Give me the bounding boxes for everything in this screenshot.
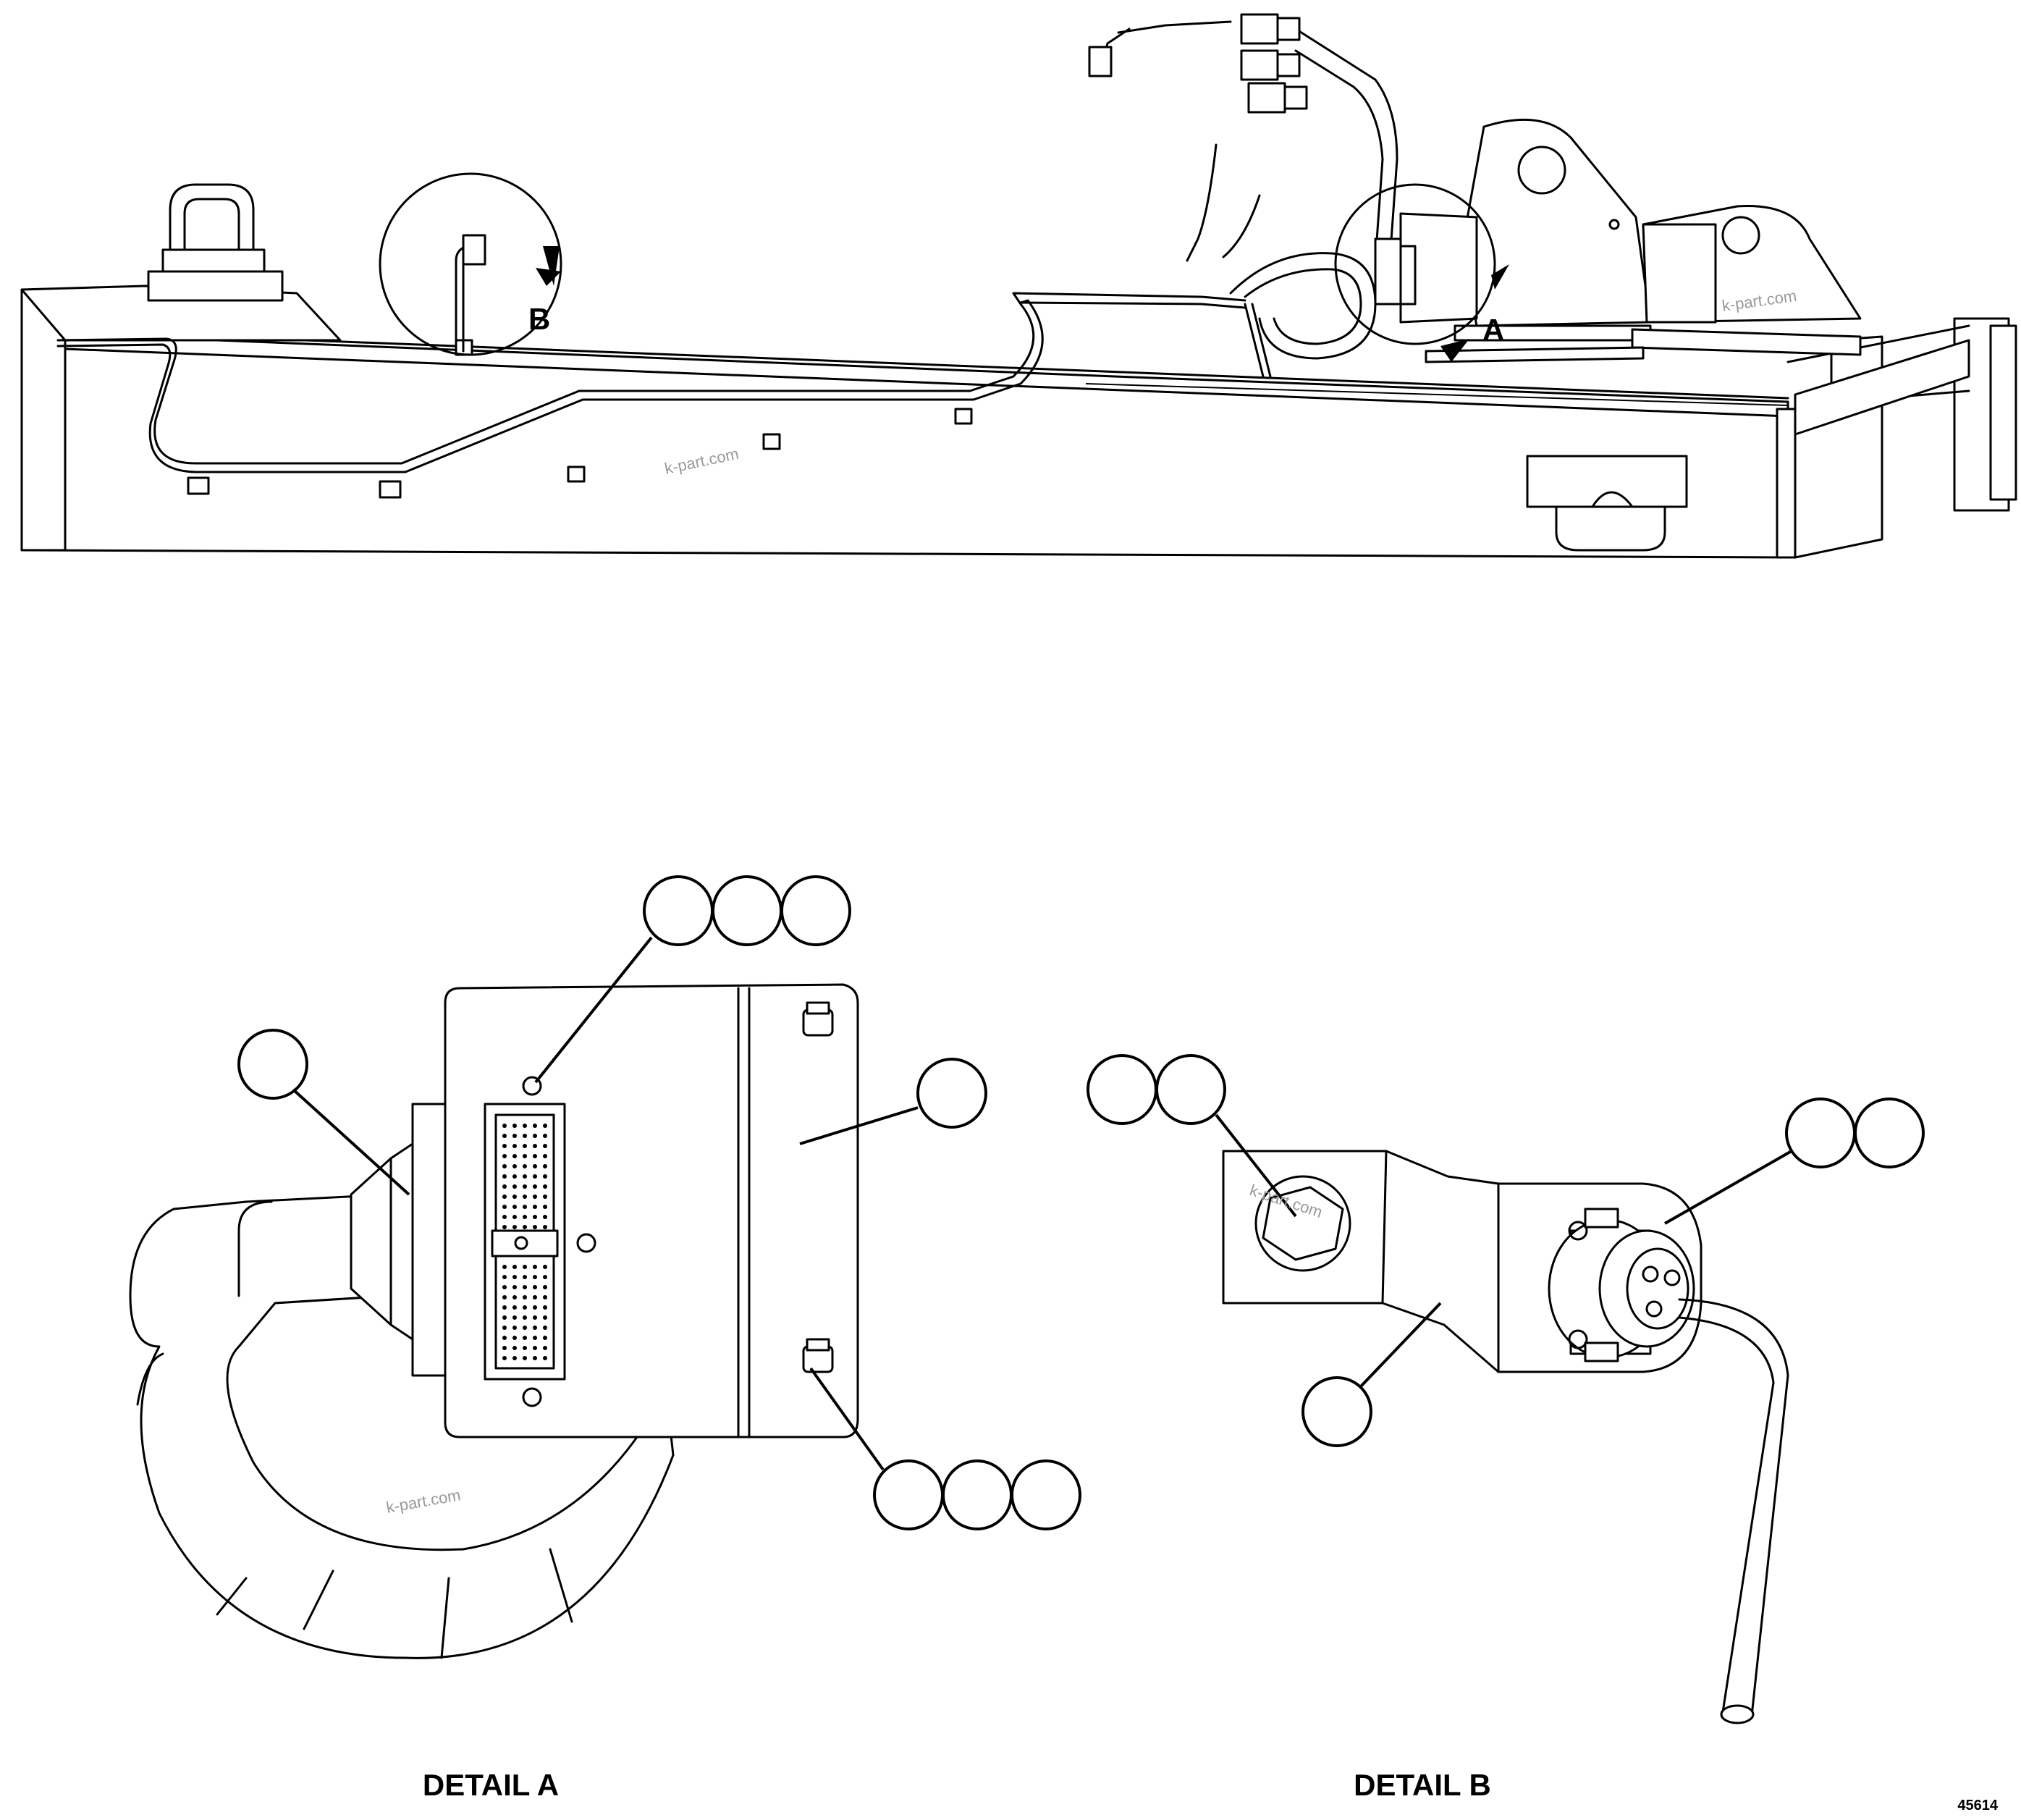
callout-balloon xyxy=(712,875,782,946)
callout-balloon xyxy=(1155,1054,1226,1125)
callout-balloon xyxy=(643,875,714,946)
callout-balloon xyxy=(1087,1054,1157,1125)
callout-balloon xyxy=(780,875,851,946)
detail-marker-b-label: B xyxy=(528,302,550,336)
detail-b-view: k-part.com DETAIL B xyxy=(1087,1054,1925,1802)
detail-marker-b: B xyxy=(379,172,562,356)
watermark: k-part.com xyxy=(385,1486,463,1517)
callout-balloon xyxy=(916,1058,987,1129)
mounting-bolt xyxy=(802,1001,834,1037)
connector-pins xyxy=(502,1124,547,1229)
detail-a-title: DETAIL A xyxy=(423,1768,559,1802)
callout-balloon xyxy=(237,1029,308,1100)
rear-structure xyxy=(1526,317,2017,559)
control-box-small xyxy=(1374,212,1478,324)
wiring-harness xyxy=(56,13,1398,499)
callout-balloon xyxy=(1010,1459,1081,1530)
lifting-shackle xyxy=(147,183,284,302)
callout-balloon xyxy=(1854,1098,1925,1168)
callout-balloon xyxy=(942,1459,1013,1530)
detail-b-title: DETAIL B xyxy=(1354,1768,1491,1802)
cable xyxy=(1678,1298,1789,1717)
circular-connector xyxy=(1548,1208,1695,1362)
frame-assembly-view: B A k-part.com k-part.com xyxy=(20,13,2017,559)
callout-balloon xyxy=(873,1459,944,1530)
detail-a-view: k-part.com DETAIL A xyxy=(129,875,1081,1802)
connector-pins xyxy=(502,1265,547,1360)
drawing-number: 45614 xyxy=(1957,1798,1998,1813)
detail-marker-a-label: A xyxy=(1482,313,1504,347)
connector-cluster xyxy=(1240,13,1308,114)
callout-balloon xyxy=(1301,1376,1372,1447)
detail-marker-a: A xyxy=(1334,183,1509,362)
hex-nut xyxy=(1254,1175,1351,1272)
mounting-bracket xyxy=(1425,118,1862,363)
callout-balloon xyxy=(1785,1098,1856,1168)
mounting-bolt xyxy=(802,1338,834,1373)
harness-loop xyxy=(129,1193,675,1659)
